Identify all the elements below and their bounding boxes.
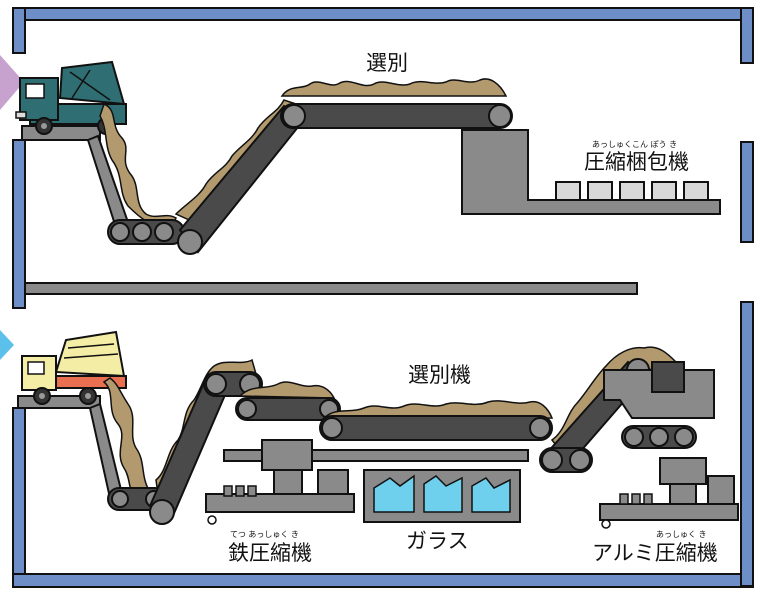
aluminum-compressor-machine (599, 457, 739, 529)
top-room-walls (12, 7, 754, 309)
top-sort-label: 選別 (366, 51, 408, 75)
baler-ruby: あっしゅくこん ぽう き (592, 140, 677, 149)
bottom-sorter-conveyor (319, 415, 553, 441)
glass-bin (363, 469, 521, 523)
top-garbage-truck (15, 60, 127, 135)
bottom-dump-truck (21, 330, 127, 405)
bottom-entry-arrow (0, 330, 14, 360)
bottom-room-walls (12, 301, 754, 588)
aluminum-compressor-ruby: あっしゅく き (656, 530, 707, 539)
aluminum-compressor-label: アルミ圧縮機 (592, 541, 718, 565)
top-falling-trash (99, 102, 177, 231)
bottom-support-rail (223, 449, 529, 462)
iron-compressor-machine (205, 439, 355, 525)
iron-compressor-label: 鉄圧縮機 (228, 541, 312, 565)
top-entry-arrow (0, 55, 24, 110)
iron-compressor-ruby: てつ あっしゅく き (230, 530, 299, 539)
top-intake-conveyor (86, 134, 185, 245)
baler-label: 圧縮梱包機 (584, 150, 689, 174)
bottom-short-conveyor (235, 397, 341, 421)
glass-label: ガラス (406, 529, 469, 553)
sorter-label: 選別機 (408, 363, 471, 387)
top-sorting-conveyor (281, 103, 513, 129)
hopper-machine (603, 361, 715, 449)
top-incline-conveyor (177, 103, 306, 255)
top-truck-platform (21, 125, 101, 141)
top-sorting-trash (280, 78, 508, 97)
baling-press-machine (461, 129, 721, 215)
bottom-short-belt-trash (238, 381, 336, 399)
